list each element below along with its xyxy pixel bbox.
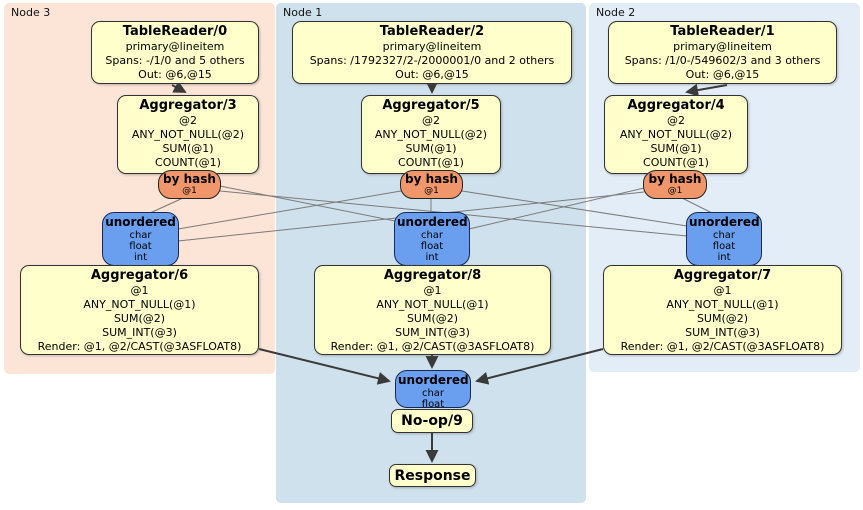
processor-line: SUM_INT(@3)	[395, 326, 470, 339]
router-detail: @1	[424, 186, 439, 196]
sync-title: unordered	[105, 215, 176, 229]
sync-line: char	[712, 230, 736, 241]
processor-line: @2	[179, 114, 197, 127]
processor-line: @2	[422, 114, 440, 127]
node-region-label: Node 3	[11, 6, 51, 19]
hash-router: by hash @1	[643, 170, 707, 199]
processor-line: Spans: /1/0-/549602/3 and 3 others	[624, 54, 821, 67]
processor-title: Aggregator/8	[383, 268, 482, 283]
processor-line: @1	[423, 284, 442, 297]
processor-line: Out: @6,@15	[138, 68, 212, 81]
processor-title: Aggregator/3	[139, 98, 237, 113]
aggregator-box: Aggregator/7 @1 ANY_NOT_NULL(@1) SUM(@2)…	[603, 265, 842, 355]
sync-title: unordered	[397, 215, 468, 229]
processor-line: SUM(@2)	[113, 312, 166, 325]
processor-line: @1	[713, 284, 732, 297]
aggregator-box: Aggregator/5 @2 ANY_NOT_NULL(@2) SUM(@1)…	[361, 95, 501, 174]
processor-title: Aggregator/7	[673, 268, 772, 283]
aggregator-box: Aggregator/3 @2 ANY_NOT_NULL(@2) SUM(@1)…	[117, 95, 259, 174]
final-unordered-sync: unordered char float	[395, 370, 471, 410]
edge-router2-sync2	[681, 197, 713, 214]
processor-line: ANY_NOT_NULL(@1)	[376, 298, 489, 311]
table-reader-box: TableReader/2 primary@lineitem Spans: /1…	[292, 21, 572, 84]
processor-line: Out: @6,@15	[685, 68, 760, 81]
processor-line: SUM(@2)	[406, 312, 459, 325]
sync-title: unordered	[689, 215, 760, 229]
noop-box: No-op/9	[391, 409, 473, 433]
unordered-sync: unordered char float int	[394, 212, 470, 266]
aggregator-box: Aggregator/4 @2 ANY_NOT_NULL(@2) SUM(@1)…	[604, 95, 748, 174]
processor-line: ANY_NOT_NULL(@1)	[83, 298, 196, 311]
hash-router: by hash @1	[400, 170, 463, 199]
sync-line: int	[717, 252, 731, 263]
processor-line: SUM_INT(@3)	[685, 326, 760, 339]
edge-router1-sync3	[177, 190, 402, 230]
node-region-label: Node 1	[283, 6, 323, 19]
processor-line: Spans: /1792327/2-/2000001/0 and 2 other…	[309, 54, 555, 67]
processor-title: Aggregator/6	[90, 268, 189, 283]
processor-line: SUM_INT(@3)	[102, 326, 177, 339]
sync-line: char	[129, 230, 152, 241]
edge-agg6-final-sync	[258, 348, 391, 385]
processor-line: COUNT(@1)	[643, 156, 709, 169]
router-title: by hash	[163, 172, 216, 186]
sync-line: float	[420, 241, 444, 252]
processor-line: COUNT(@1)	[398, 156, 464, 169]
aggregator-box: Aggregator/8 @1 ANY_NOT_NULL(@1) SUM(@2)…	[314, 265, 551, 355]
edge-router1-sync2	[461, 190, 688, 227]
sync-line: int	[133, 252, 148, 263]
sync-line: char	[420, 230, 444, 241]
processor-line: primary@lineitem	[382, 40, 482, 53]
processor-line: ANY_NOT_NULL(@2)	[374, 128, 488, 141]
processor-line: @2	[667, 114, 685, 127]
processor-line: Spans: -/1/0 and 5 others	[105, 54, 245, 67]
processor-title: Aggregator/4	[627, 98, 725, 113]
aggregator-box: Aggregator/6 @1 ANY_NOT_NULL(@1) SUM(@2)…	[20, 265, 259, 355]
processor-title: Aggregator/5	[382, 98, 480, 113]
processor-line: SUM(@1)	[162, 142, 214, 155]
processor-line: Out: @6,@15	[395, 68, 469, 81]
sync-line: float	[129, 241, 152, 252]
router-title: by hash	[405, 172, 458, 186]
table-reader-box: TableReader/0 primary@lineitem Spans: -/…	[91, 21, 259, 84]
processor-title: TableReader/1	[670, 24, 775, 39]
sync-title: unordered	[398, 373, 469, 387]
processor-title: TableReader/2	[379, 24, 485, 39]
edge-agg7-final-sync	[475, 348, 604, 385]
processor-line: primary@lineitem	[125, 40, 225, 53]
edge-router3-sync3	[149, 197, 184, 214]
router-detail: @1	[667, 186, 683, 196]
processor-line: Render: @1, @2/CAST(@3ASFLOAT8)	[330, 340, 535, 353]
sync-line: float	[712, 241, 736, 252]
router-detail: @1	[182, 186, 197, 196]
edge-tr0-agg3	[171, 81, 187, 93]
processor-line: ANY_NOT_NULL(@1)	[666, 298, 779, 311]
processor-line: ANY_NOT_NULL(@2)	[131, 128, 245, 141]
processor-line: Render: @1, @2/CAST(@3ASFLOAT8)	[620, 340, 825, 353]
sync-line: int	[425, 252, 439, 263]
unordered-sync: unordered char float int	[102, 212, 179, 266]
processor-title: TableReader/0	[122, 24, 228, 39]
sync-line: float	[421, 399, 445, 410]
edge-router2-sync1	[468, 187, 645, 230]
processor-line: @1	[130, 284, 149, 297]
response-box: Response	[389, 464, 476, 487]
processor-line: SUM(@1)	[650, 142, 702, 155]
processor-line: Render: @1, @2/CAST(@3ASFLOAT8)	[37, 340, 242, 353]
processor-line: COUNT(@1)	[155, 156, 221, 169]
node-region-label: Node 2	[596, 6, 636, 19]
processor-line: ANY_NOT_NULL(@2)	[619, 128, 733, 141]
processor-line: primary@lineitem	[673, 40, 772, 53]
router-title: by hash	[648, 172, 702, 186]
table-reader-box: TableReader/1 primary@lineitem Spans: /1…	[608, 21, 837, 84]
edge-tr1-agg4	[685, 83, 728, 97]
hash-router: by hash @1	[158, 170, 221, 199]
processor-line: SUM(@1)	[405, 142, 457, 155]
sync-line: char	[421, 388, 445, 399]
unordered-sync: unordered char float int	[686, 212, 762, 266]
edge-router3-sync1	[219, 185, 396, 222]
processor-line: SUM(@2)	[696, 312, 749, 325]
